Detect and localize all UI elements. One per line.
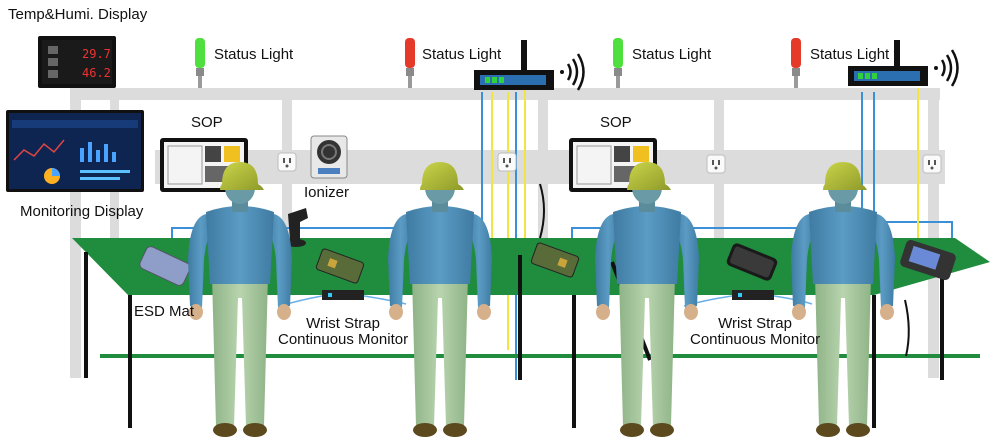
power-outlet-icon bbox=[706, 154, 726, 174]
label-wrist-strap-line1: Wrist Strap bbox=[306, 315, 380, 332]
gateway-2 bbox=[848, 40, 928, 86]
esd-mat bbox=[72, 238, 990, 295]
barcode-scanner-icon bbox=[286, 208, 308, 247]
wifi-signal-icon bbox=[560, 53, 585, 91]
smartphone-icon bbox=[726, 243, 778, 281]
worker-4 bbox=[791, 162, 895, 437]
status-light-4 bbox=[791, 38, 801, 88]
wrist-strap-monitor-1 bbox=[322, 290, 364, 300]
label-status-light-3: Status Light bbox=[632, 46, 712, 63]
temp-humi-display: 29.7 46.2 bbox=[38, 36, 116, 88]
label-status-light-4: Status Light bbox=[810, 46, 890, 63]
power-outlet-icon bbox=[922, 154, 942, 174]
signal-cables bbox=[171, 88, 953, 380]
temperature-readout: 29.7 bbox=[82, 47, 111, 61]
status-light-1 bbox=[195, 38, 205, 88]
label-esd-mat: ESD Mat bbox=[134, 303, 195, 320]
label-temp-humi: Temp&Humi. Display bbox=[8, 6, 148, 23]
monitoring-display bbox=[6, 110, 144, 192]
worker-3 bbox=[595, 162, 699, 437]
humidity-readout: 46.2 bbox=[82, 66, 111, 80]
gateway-1 bbox=[474, 40, 554, 90]
label-status-light-1: Status Light bbox=[214, 46, 294, 63]
pcb-board bbox=[530, 242, 580, 278]
label-wrist-strap-1: Wrist Strap Continuous Monitor bbox=[278, 316, 408, 348]
label-sop-2: SOP bbox=[600, 114, 632, 131]
worker-1 bbox=[188, 162, 292, 437]
label-ionizer: Ionizer bbox=[304, 184, 350, 201]
wifi-signal-icon bbox=[934, 49, 959, 87]
table-cross-wire bbox=[539, 183, 910, 357]
label-monitoring-display: Monitoring Display bbox=[20, 203, 144, 220]
pcb-board bbox=[315, 248, 365, 284]
worker-2 bbox=[388, 162, 492, 437]
label-wrist-strap-line1: Wrist Strap bbox=[718, 315, 792, 332]
power-outlet-icon bbox=[497, 152, 517, 172]
smartphone-icon bbox=[139, 246, 191, 286]
label-wrist-strap-line2: Continuous Monitor bbox=[278, 331, 409, 348]
table-legs bbox=[84, 252, 944, 428]
power-outlet-icon bbox=[277, 152, 297, 172]
handheld-tester bbox=[900, 239, 956, 281]
label-wrist-strap-2: Wrist Strap Continuous Monitor bbox=[690, 316, 820, 348]
status-light-3 bbox=[613, 38, 623, 88]
label-wrist-strap-line2: Continuous Monitor bbox=[690, 331, 821, 348]
label-sop-1: SOP bbox=[191, 114, 223, 131]
ionizer bbox=[310, 135, 348, 179]
status-light-2 bbox=[405, 38, 415, 88]
wrist-strap-monitor-2 bbox=[732, 290, 774, 300]
label-status-light-2: Status Light bbox=[422, 46, 502, 63]
